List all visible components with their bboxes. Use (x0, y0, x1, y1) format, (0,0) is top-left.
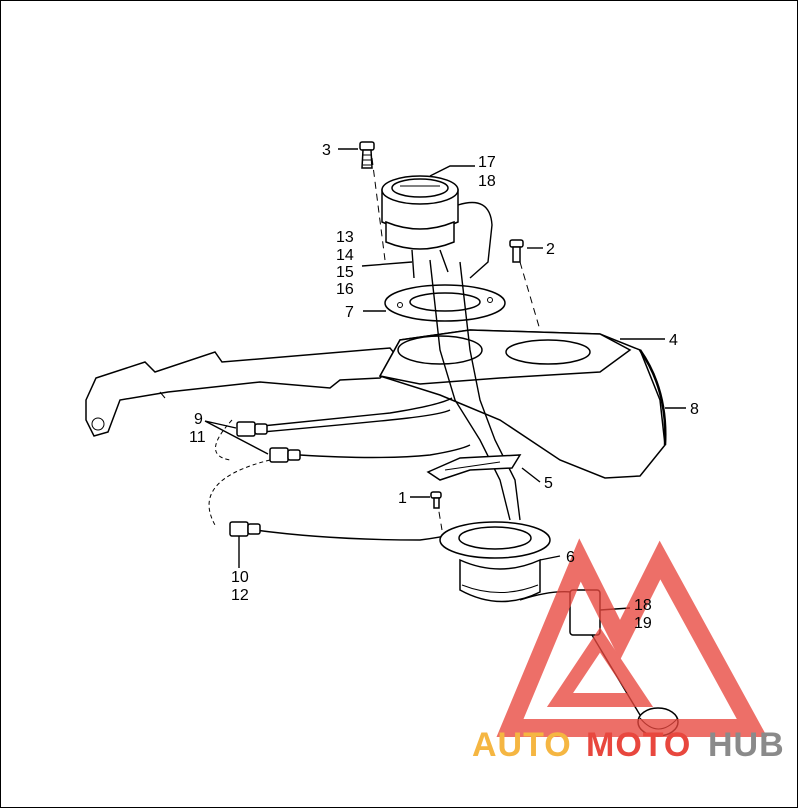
watermark-triangle (496, 538, 768, 737)
gasket-ring (384, 284, 506, 322)
callout-7: 7 (345, 304, 354, 321)
callout-18-top: 18 (478, 173, 496, 190)
retaining-clip (426, 454, 522, 481)
connector-9-11 (236, 421, 301, 463)
callout-19: 19 (634, 615, 652, 632)
callout-18-bottom: 18 (634, 597, 652, 614)
screw-2 (509, 239, 524, 263)
connector-10-12 (229, 521, 261, 537)
wiring-bundle (208, 259, 521, 541)
callout-11: 11 (189, 429, 206, 446)
watermark-auto: AUTO (472, 726, 572, 764)
callout-5: 5 (544, 475, 553, 492)
callout-8: 8 (690, 401, 699, 418)
callout-10: 10 (231, 569, 249, 586)
callout-16: 16 (336, 281, 354, 298)
mount-strap (85, 347, 402, 437)
leader-lines (204, 148, 686, 611)
callout-3: 3 (322, 142, 331, 159)
callout-1: 1 (398, 490, 407, 507)
callout-2: 2 (546, 241, 555, 258)
automotohub-watermark (496, 538, 768, 737)
screw-3 (359, 141, 375, 169)
fuel-gauge (381, 175, 493, 279)
console-housing (378, 329, 667, 479)
callout-4: 4 (669, 332, 678, 349)
callout-labels: 3 17 18 2 13 14 15 16 7 4 8 9 11 5 1 6 1… (189, 142, 699, 632)
callout-14: 14 (336, 247, 354, 264)
callout-6: 6 (566, 549, 575, 566)
watermark-hub: HUB (708, 726, 785, 764)
watermark-moto: MOTO (586, 726, 691, 764)
callout-12: 12 (231, 587, 249, 604)
fuel-sender-flange (439, 521, 551, 603)
callout-13: 13 (336, 229, 354, 246)
callout-15: 15 (336, 264, 354, 281)
callout-17: 17 (478, 154, 496, 171)
callout-9: 9 (194, 411, 203, 428)
screw-1 (430, 491, 442, 509)
